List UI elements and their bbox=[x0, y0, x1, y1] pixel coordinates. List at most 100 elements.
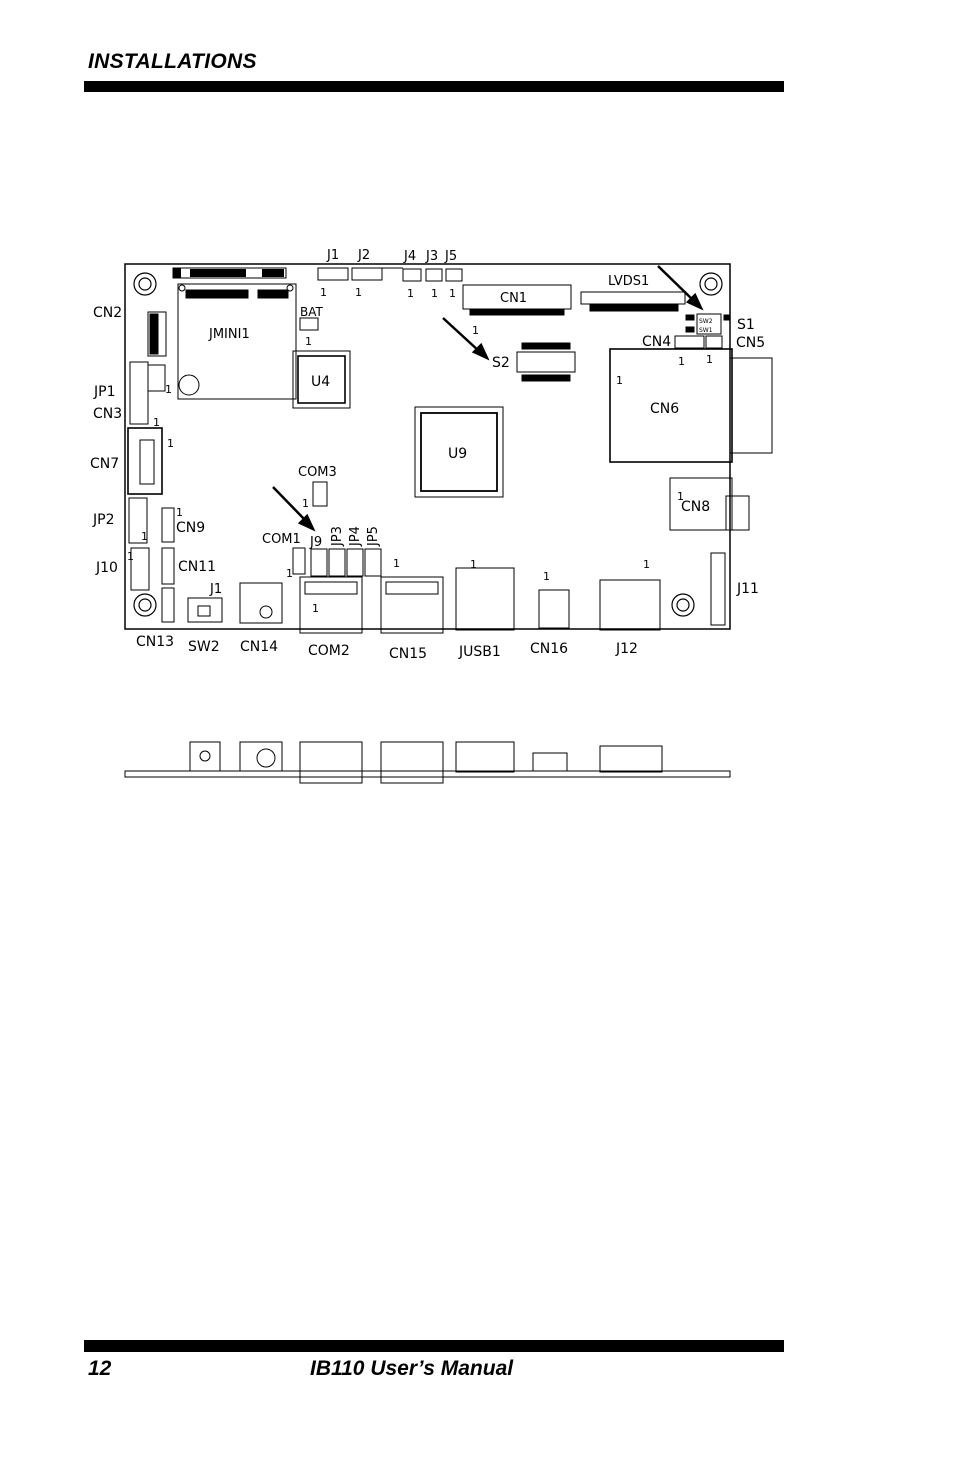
svg-text:1: 1 bbox=[472, 324, 479, 337]
label-cn6: CN6 bbox=[650, 401, 679, 417]
switch-sw2-marking: SW2 bbox=[699, 318, 713, 325]
cn4-cn5-headers bbox=[674, 335, 723, 349]
callout-arrows bbox=[272, 265, 704, 532]
label-j4: J4 bbox=[403, 249, 416, 264]
svg-text:1: 1 bbox=[431, 287, 438, 300]
svg-text:1: 1 bbox=[127, 550, 134, 563]
label-jp4: JP4 bbox=[348, 526, 363, 547]
label-jp3: JP3 bbox=[330, 526, 345, 547]
label-cn15: CN15 bbox=[389, 646, 427, 662]
footer-rule bbox=[84, 1340, 784, 1352]
u9-chip bbox=[414, 406, 504, 498]
cn14-dc-jack bbox=[239, 582, 283, 624]
label-jp2: JP2 bbox=[92, 512, 114, 528]
page-number: 12 bbox=[88, 1357, 112, 1380]
top-jumper-headers bbox=[317, 267, 463, 282]
svg-text:1: 1 bbox=[302, 497, 309, 510]
jmini1-label: JMINI1 bbox=[208, 327, 250, 342]
label-cn7: CN7 bbox=[90, 456, 119, 472]
com2-cn15-ports bbox=[299, 576, 444, 634]
label-u9: U9 bbox=[448, 446, 467, 462]
label-sw2: SW2 bbox=[188, 639, 220, 655]
label-j1-bottom: J1 bbox=[209, 582, 222, 597]
j11-connector bbox=[710, 552, 726, 626]
label-j11: J11 bbox=[736, 581, 759, 597]
label-bat: BAT bbox=[300, 305, 324, 319]
j12-hdmi bbox=[599, 579, 661, 631]
sw2-button bbox=[187, 597, 223, 623]
u4-chip bbox=[292, 350, 351, 409]
cn1-connector bbox=[462, 284, 572, 316]
pin1-markers: 1 1 1 1 1 1 1 1 1 1 1 1 1 1 1 1 1 1 1 1 … bbox=[127, 286, 713, 615]
mounting-holes bbox=[133, 272, 723, 617]
svg-text:1: 1 bbox=[167, 437, 174, 450]
label-u4: U4 bbox=[311, 374, 330, 390]
cn16-usb bbox=[538, 589, 570, 629]
svg-text:1: 1 bbox=[305, 335, 312, 348]
label-cn3: CN3 bbox=[93, 406, 122, 422]
svg-text:1: 1 bbox=[678, 355, 685, 368]
switch-sw1-marking: SW1 bbox=[699, 327, 713, 334]
j10-cn11-cn13-headers bbox=[130, 547, 175, 623]
label-j12: J12 bbox=[615, 641, 638, 657]
svg-text:1: 1 bbox=[470, 558, 477, 571]
svg-text:1: 1 bbox=[616, 374, 623, 387]
label-cn11: CN11 bbox=[178, 559, 216, 575]
label-cn14: CN14 bbox=[240, 639, 278, 655]
svg-text:1: 1 bbox=[312, 602, 319, 615]
label-lvds1: LVDS1 bbox=[608, 274, 649, 289]
jp2-cn9-headers bbox=[128, 497, 175, 544]
svg-text:1: 1 bbox=[393, 557, 400, 570]
top-connector-strip bbox=[172, 267, 287, 279]
cn7-connector bbox=[127, 427, 163, 495]
svg-text:1: 1 bbox=[706, 353, 713, 366]
label-j10: J10 bbox=[95, 560, 118, 576]
label-cn16: CN16 bbox=[530, 641, 568, 657]
svg-text:1: 1 bbox=[643, 558, 650, 571]
lvds1-connector bbox=[580, 291, 686, 312]
section-title: INSTALLATIONS bbox=[88, 50, 257, 73]
svg-text:1: 1 bbox=[286, 567, 293, 580]
label-jp1: JP1 bbox=[93, 384, 115, 400]
svg-text:1: 1 bbox=[355, 286, 362, 299]
board-side-view bbox=[124, 741, 731, 784]
svg-text:1: 1 bbox=[449, 287, 456, 300]
label-cn9: CN9 bbox=[176, 520, 205, 536]
com1-j9-jp-headers bbox=[292, 547, 382, 577]
svg-text:1: 1 bbox=[165, 383, 172, 396]
label-s1: S1 bbox=[737, 317, 755, 333]
jmini1-socket bbox=[177, 283, 297, 400]
label-cn13: CN13 bbox=[136, 634, 174, 650]
label-cn1: CN1 bbox=[500, 291, 527, 306]
label-com1: COM1 bbox=[262, 532, 301, 547]
label-cn8: CN8 bbox=[681, 499, 710, 515]
svg-text:1: 1 bbox=[320, 286, 327, 299]
label-com2: COM2 bbox=[308, 643, 350, 659]
svg-text:1: 1 bbox=[407, 287, 414, 300]
jp1-cn3-headers bbox=[129, 361, 166, 425]
com3-header bbox=[312, 481, 328, 507]
svg-text:1: 1 bbox=[677, 490, 684, 503]
label-jusb1: JUSB1 bbox=[458, 644, 501, 660]
svg-text:1: 1 bbox=[176, 506, 183, 519]
label-s2: S2 bbox=[492, 355, 510, 371]
label-cn4: CN4 bbox=[642, 334, 671, 350]
label-cn2: CN2 bbox=[93, 305, 122, 321]
s2-chip bbox=[516, 342, 576, 382]
cn2-connector bbox=[147, 311, 167, 357]
s1-switch bbox=[685, 313, 731, 335]
label-cn5: CN5 bbox=[736, 335, 765, 351]
label-jp5: JP5 bbox=[366, 526, 381, 547]
manual-title: IB110 User’s Manual bbox=[310, 1357, 514, 1380]
label-j2: J2 bbox=[357, 248, 370, 263]
cn6-connector bbox=[609, 348, 773, 463]
svg-text:1: 1 bbox=[141, 530, 148, 543]
svg-text:1: 1 bbox=[543, 570, 550, 583]
label-j3: J3 bbox=[425, 249, 438, 264]
bat-header bbox=[299, 317, 319, 331]
label-j1-top: J1 bbox=[326, 248, 339, 263]
jusb1-rj45 bbox=[455, 567, 515, 631]
header-rule bbox=[84, 81, 784, 92]
label-com3: COM3 bbox=[298, 465, 337, 480]
